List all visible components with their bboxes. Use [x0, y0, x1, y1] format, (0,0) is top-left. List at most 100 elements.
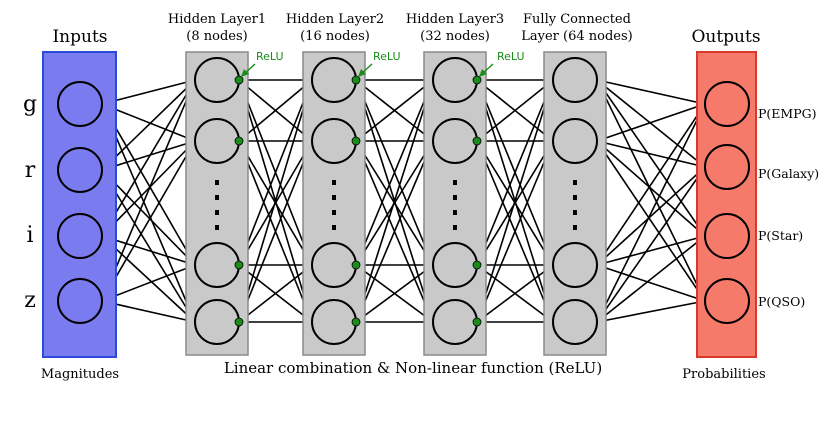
hidden-layer-3-nodes: (32 nodes) — [420, 29, 490, 44]
relu-dot-3-3 — [472, 317, 482, 327]
relu-arrow-head-2 — [358, 69, 366, 77]
relu-dot-2-2 — [351, 260, 361, 270]
edge-4-2-2 — [596, 235, 706, 266]
relu-dot-2-1 — [351, 136, 361, 146]
hidden-node-1-0 — [194, 57, 240, 103]
ellipsis-dot-4-2 — [573, 210, 577, 215]
connection-edges — [101, 79, 706, 323]
fully-connected-title: Fully Connected — [523, 12, 631, 27]
edge-0-1-3 — [101, 169, 196, 323]
hidden-node-4-0 — [552, 57, 598, 103]
ellipsis-dot-1-3 — [215, 225, 219, 230]
edge-0-3-0 — [101, 79, 196, 302]
edge-2-3-2 — [355, 264, 434, 323]
ellipsis-dot-3-1 — [453, 195, 457, 200]
relu-dot-3-1 — [472, 136, 482, 146]
edge-4-3-3 — [596, 300, 706, 323]
edge-0-0-3 — [101, 103, 196, 323]
outputs-title: Outputs — [691, 27, 760, 47]
edge-0-3-1 — [101, 140, 196, 302]
hidden-node-3-2 — [432, 242, 478, 288]
edge-1-3-1 — [238, 140, 313, 323]
hidden-node-2-1 — [311, 118, 357, 164]
edge-0-0-0 — [101, 79, 196, 105]
input-node-2 — [57, 213, 103, 259]
output-node-3 — [704, 278, 750, 324]
ellipsis-dot-2-2 — [332, 210, 336, 215]
ellipsis-dot-4-3 — [573, 225, 577, 230]
relu-dot-3-0 — [472, 75, 482, 85]
hidden-node-4-1 — [552, 118, 598, 164]
output-label-galaxy: P(Galaxy) — [758, 166, 819, 181]
ellipsis-dot-2-3 — [332, 225, 336, 230]
edge-4-2-1 — [596, 166, 706, 266]
edge-3-3-2 — [476, 264, 554, 323]
hidden-layer-1-title: Hidden Layer1 — [168, 12, 266, 27]
input-label-z: z — [24, 288, 36, 313]
relu-arrows — [241, 63, 494, 77]
hidden-node-1-2 — [194, 242, 240, 288]
edge-0-1-2 — [101, 169, 196, 266]
hidden-node-3-3 — [432, 299, 478, 345]
edge-4-0-2 — [596, 79, 706, 237]
hidden-node-3-0 — [432, 57, 478, 103]
edge-1-2-0 — [238, 79, 313, 266]
hidden-layer-2-title: Hidden Layer2 — [286, 12, 384, 27]
relu-dot-1-0 — [234, 75, 244, 85]
hidden-node-3-1 — [432, 118, 478, 164]
edge-4-3-1 — [596, 166, 706, 323]
edge-4-2-3 — [596, 264, 706, 302]
relu-dot-2-0 — [351, 75, 361, 85]
relu-dot-1-3 — [234, 317, 244, 327]
relu-arrow-head-1 — [241, 69, 249, 77]
edge-0-2-0 — [101, 79, 196, 237]
edge-4-3-2 — [596, 235, 706, 323]
relu-dots — [234, 75, 482, 327]
ellipsis-dot-2-0 — [332, 180, 336, 185]
ellipsis-dot-4-0 — [573, 180, 577, 185]
edge-0-3-3 — [101, 300, 196, 323]
edge-4-2-0 — [596, 103, 706, 266]
hidden-layer-3-title: Hidden Layer3 — [406, 12, 504, 27]
ellipsis-dot-1-2 — [215, 210, 219, 215]
hidden-node-4-2 — [552, 242, 598, 288]
ellipsis-dot-3-0 — [453, 180, 457, 185]
outputs-caption: Probabilities — [682, 367, 765, 382]
relu-dot-1-2 — [234, 260, 244, 270]
hidden-node-1-1 — [194, 118, 240, 164]
edge-3-2-0 — [476, 79, 554, 266]
hidden-layer-1-nodes: (8 nodes) — [186, 29, 247, 44]
inputs-title: Inputs — [52, 27, 107, 47]
edge-0-0-1 — [101, 103, 196, 142]
hidden-node-2-2 — [311, 242, 357, 288]
relu-label-1: ReLU — [256, 50, 284, 63]
input-label-g: g — [23, 92, 37, 117]
ellipsis-dot-1-0 — [215, 180, 219, 185]
ellipsis-dot-1-1 — [215, 195, 219, 200]
input-node-3 — [57, 278, 103, 324]
edge-0-0-2 — [101, 103, 196, 266]
relu-label-2: ReLU — [373, 50, 401, 63]
edge-2-3-0 — [355, 79, 434, 323]
edge-0-1-0 — [101, 79, 196, 171]
edge-2-2-0 — [355, 79, 434, 266]
fully-connected-nodes: Layer (64 nodes) — [521, 29, 632, 44]
input-node-0 — [57, 81, 103, 127]
output-label-qso: P(QSO) — [758, 294, 805, 309]
hidden-node-2-3 — [311, 299, 357, 345]
ellipsis-dot-2-1 — [332, 195, 336, 200]
edge-4-0-0 — [596, 79, 706, 105]
edge-1-1-0 — [238, 79, 313, 142]
edge-4-0-3 — [596, 79, 706, 302]
hidden-node-1-3 — [194, 299, 240, 345]
output-node-2 — [704, 213, 750, 259]
edge-0-1-1 — [101, 140, 196, 171]
edge-3-3-1 — [476, 140, 554, 323]
edge-4-1-0 — [596, 103, 706, 142]
edge-4-1-2 — [596, 140, 706, 237]
inputs-caption: Magnitudes — [41, 367, 119, 382]
edge-2-1-0 — [355, 79, 434, 142]
edge-0-3-2 — [101, 264, 196, 302]
edge-2-3-1 — [355, 140, 434, 323]
